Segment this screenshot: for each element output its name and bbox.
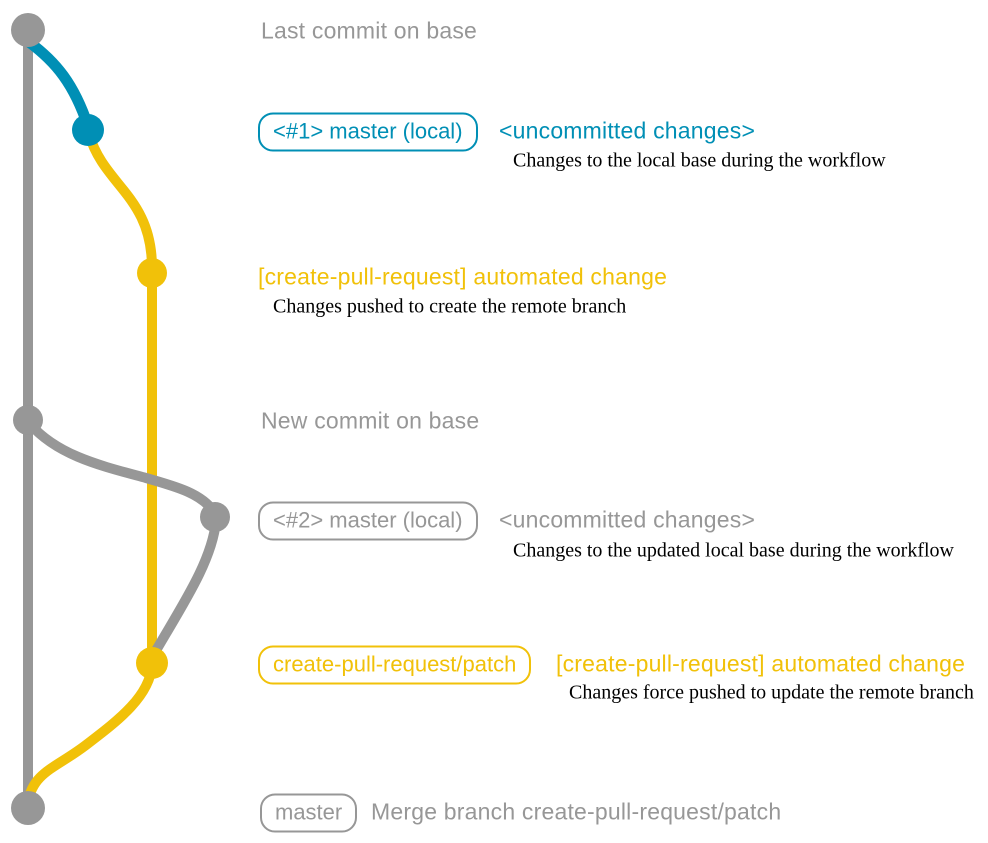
uncommitted-changes-detail-1: Changes to the local base during the wor… [513, 149, 886, 172]
commit-dot-base-start [11, 13, 45, 47]
new-commit-message: New commit on base [261, 407, 480, 434]
automated-change-message-1: [create-pull-request] automated change [258, 263, 668, 290]
uncommitted-changes-detail-2: Changes to the updated local base during… [513, 539, 954, 562]
branch-label-master-local-1-box: <#1> master (local) [258, 112, 478, 152]
automated-change-detail-1: Changes pushed to create the remote bran… [273, 295, 627, 318]
branch-label-master: master [260, 793, 358, 833]
commit-dot-patch-1 [137, 258, 167, 288]
branch-label-patch-box: create-pull-request/patch [258, 645, 532, 685]
commit-dot-base-new [13, 405, 43, 435]
last-commit-message: Last commit on base [261, 17, 478, 44]
commit-dot-merge [11, 791, 45, 825]
branch-label-master-box: master [260, 793, 358, 833]
commit-dot-local-2 [200, 502, 230, 532]
branch-label-master-local-2: <#2> master (local) [258, 501, 478, 541]
patch-merge-line [23, 660, 157, 807]
branch-label-patch: create-pull-request/patch [258, 645, 532, 685]
branch-graph [11, 13, 230, 825]
commit-dot-local-1 [72, 114, 104, 146]
local-branch-line-1 [23, 36, 94, 132]
automated-change-detail-2: Changes force pushed to update the remot… [569, 681, 974, 704]
merge-message: Merge branch create-pull-request/patch [371, 798, 782, 825]
uncommitted-changes-message-2: <uncommitted changes> [499, 506, 756, 533]
automated-change-message-2: [create-pull-request] automated change [556, 650, 966, 677]
branch-label-master-local-1: <#1> master (local) [258, 112, 478, 152]
uncommitted-changes-message-1: <uncommitted changes> [499, 117, 756, 144]
patch-branch-line [84, 129, 157, 668]
local-branch-line-2 [25, 419, 219, 517]
commit-dot-patch-2 [136, 647, 168, 679]
local-branch-line-2-return [149, 516, 221, 659]
branch-label-master-local-2-box: <#2> master (local) [258, 501, 478, 541]
